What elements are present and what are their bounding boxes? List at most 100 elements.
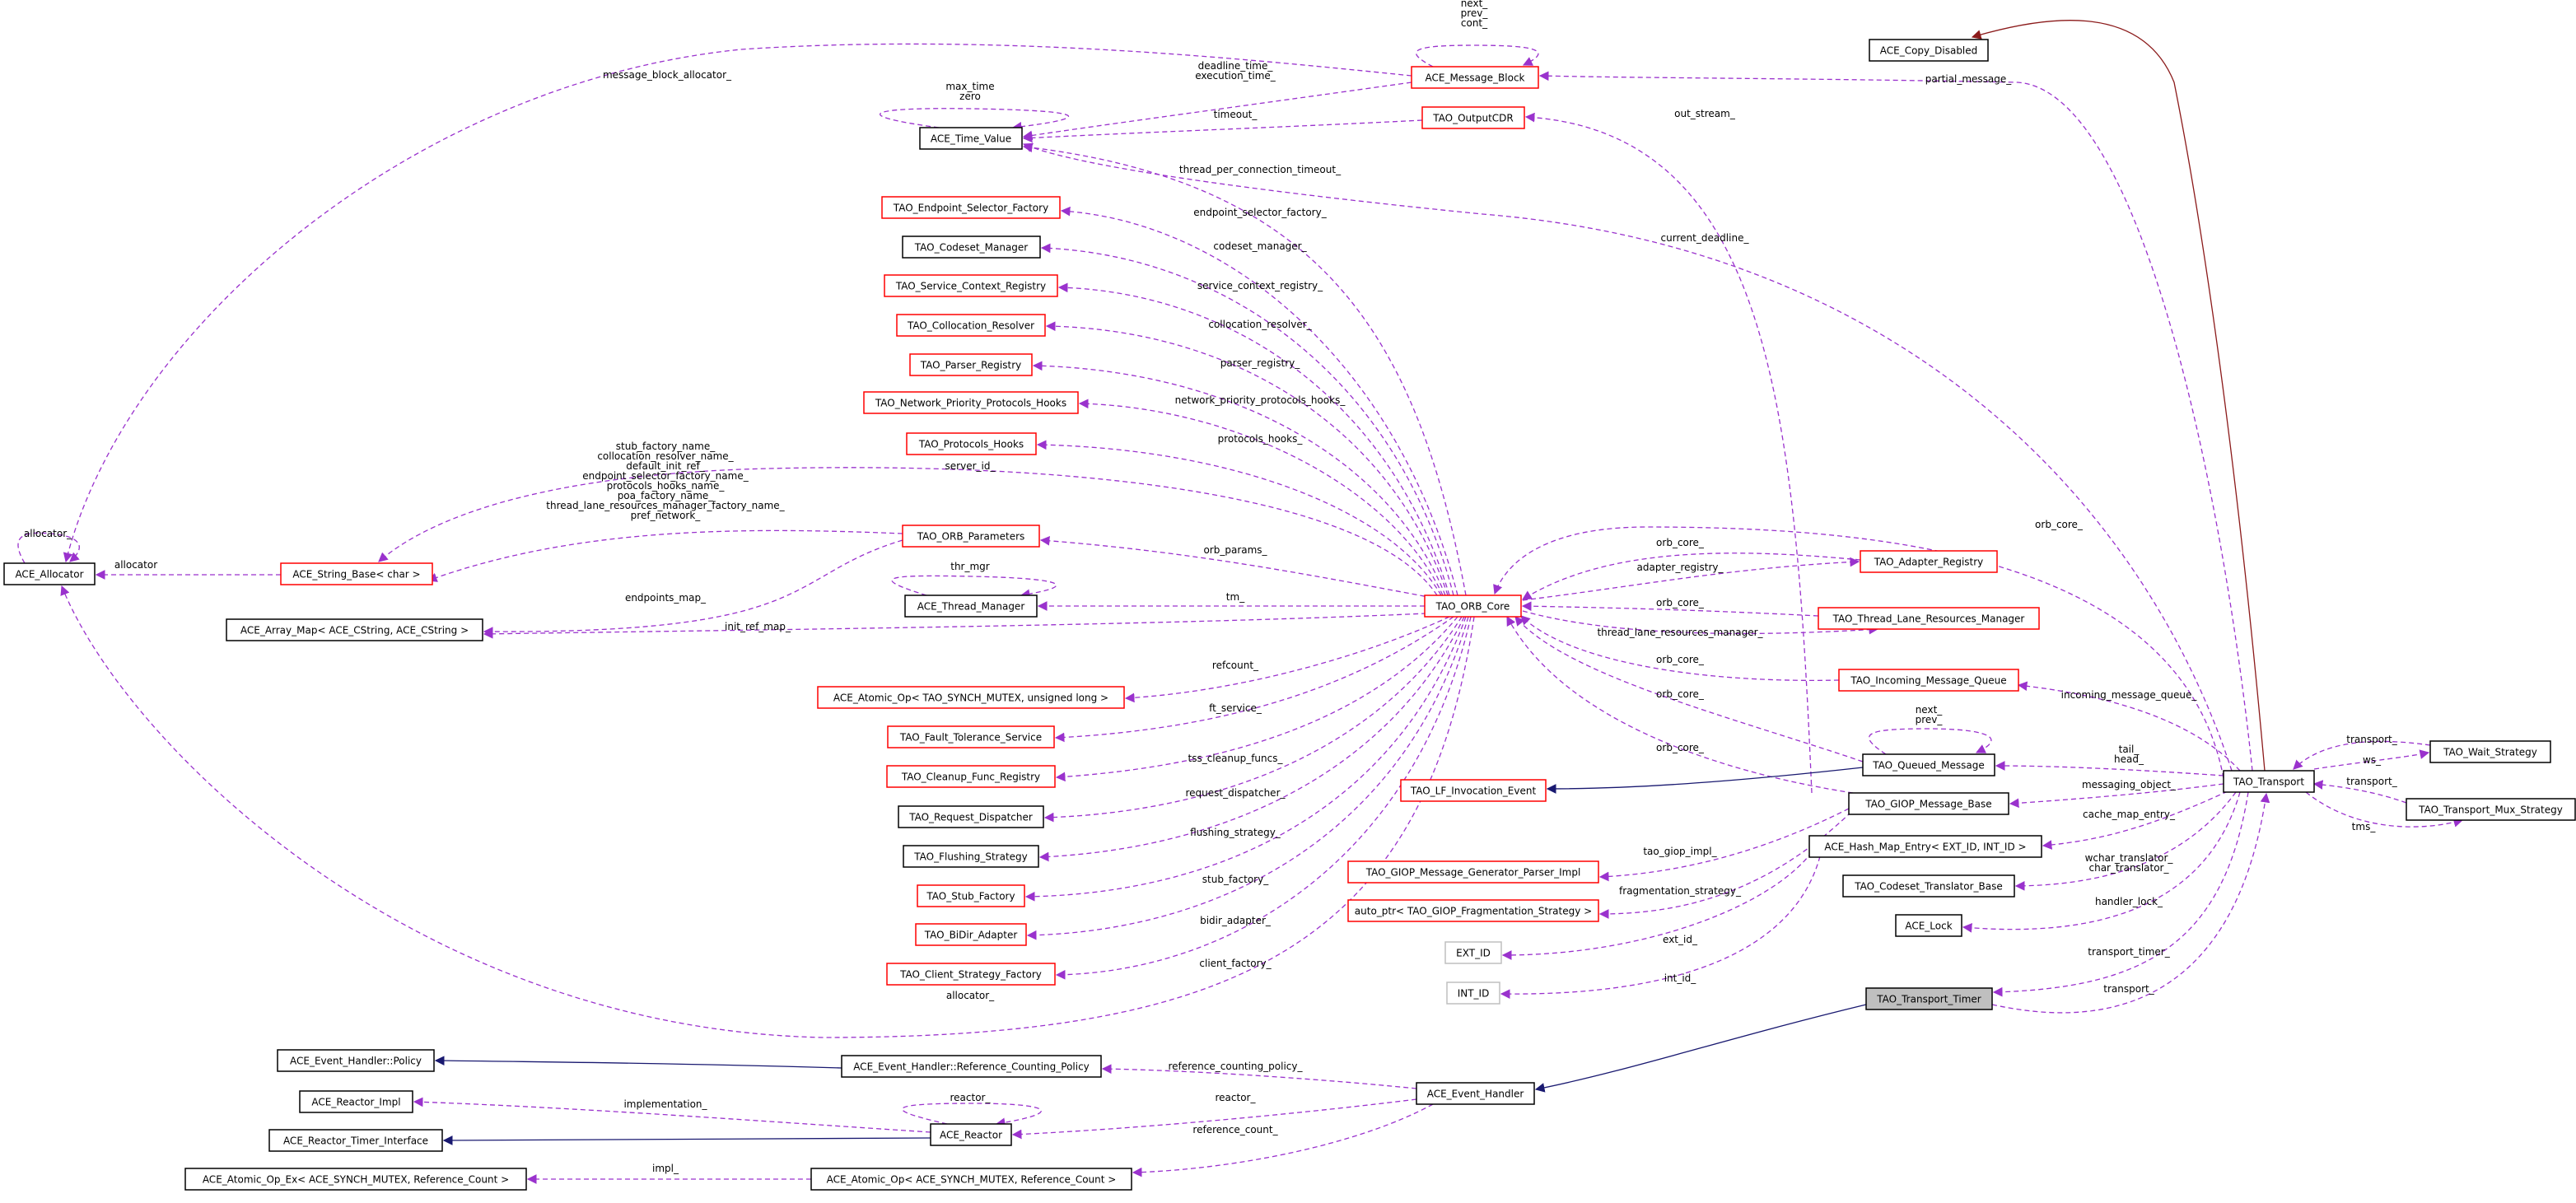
class-node-tao-bidir-adapter[interactable]: TAO_BiDir_Adapter — [915, 923, 1027, 946]
edge-e-ws-back — [2293, 740, 2431, 770]
class-box — [919, 127, 1023, 150]
class-box — [1860, 550, 1998, 573]
class-node-tao-orb-core[interactable]: TAO_ORB_Core — [1424, 595, 1522, 618]
edge-e-bidir — [1026, 616, 1469, 940]
class-node-ace-message-block[interactable]: ACE_Message_Block — [1411, 66, 1539, 89]
class-node-tao-collocation-resolver[interactable]: TAO_Collocation_Resolver — [896, 314, 1046, 337]
class-node-ace-event-handler[interactable]: ACE_Event_Handler — [1416, 1082, 1535, 1105]
class-node-tao-service-context-registry[interactable]: TAO_Service_Context_Registry — [884, 274, 1058, 297]
class-box — [863, 391, 1079, 414]
edge-label-e-orbcore-tlrm: orb_core_ — [1656, 597, 1705, 608]
class-node-tao-codeset-translator-base[interactable]: TAO_Codeset_Translator_Base — [1842, 874, 2015, 898]
class-node-ace-hash-map-entry[interactable]: ACE_Hash_Map_Entry< EXT_ID, INT_ID > — [1808, 835, 2042, 858]
edge-label-e-esf: endpoint_selector_factory_ — [1193, 207, 1327, 218]
class-node-tao-cleanup-func-registry[interactable]: TAO_Cleanup_Func_Registry — [886, 765, 1056, 788]
class-box — [1400, 779, 1547, 802]
class-label: ACE_Lock — [1905, 921, 1952, 932]
class-node-tao-network-priority-protocols-hooks[interactable]: TAO_Network_Priority_Protocols_Hooks — [863, 391, 1079, 414]
edge-e-orbcore-tlrm — [1521, 601, 1819, 617]
edge-e-timer-eh — [1534, 1004, 1867, 1093]
edge-label-e-client: client_factory_ — [1199, 958, 1272, 969]
class-node-ace-string-base[interactable]: ACE_String_Base< char > — [280, 562, 433, 585]
class-label: TAO_Wait_Strategy — [2443, 747, 2537, 758]
class-node-ace-reactor[interactable]: ACE_Reactor — [930, 1123, 1012, 1146]
class-box — [1424, 595, 1522, 618]
class-label: TAO_Request_Dispatcher — [908, 812, 1033, 823]
class-box — [184, 1168, 527, 1191]
class-label: TAO_Network_Priority_Protocols_Hooks — [875, 398, 1066, 409]
class-node-ace-reactor-timer-interface[interactable]: ACE_Reactor_Timer_Interface — [268, 1129, 443, 1152]
class-label: TAO_OutputCDR — [1432, 113, 1513, 124]
class-node-ace-copy-disabled[interactable]: ACE_Copy_Disabled — [1869, 39, 1989, 62]
class-node-tao-outputcdr[interactable]: TAO_OutputCDR — [1421, 106, 1525, 129]
class-node-tao-codeset-manager[interactable]: TAO_Codeset_Manager — [902, 235, 1041, 259]
class-node-ace-event-handler-rcp[interactable]: ACE_Event_Handler::Reference_Counting_Po… — [841, 1055, 1102, 1078]
class-node-tao-request-dispatcher[interactable]: TAO_Request_Dispatcher — [898, 805, 1044, 828]
class-node-tao-giop-message-base[interactable]: TAO_GIOP_Message_Base — [1848, 792, 2009, 815]
class-label: ACE_Allocator — [15, 569, 83, 581]
edge-label-e-mb-alloc: message_block_allocator_ — [603, 69, 732, 81]
class-node-tao-queued-message[interactable]: TAO_Queued_Message — [1862, 753, 1995, 776]
class-node-tao-thread-lane-resources-manager[interactable]: TAO_Thread_Lane_Resources_Manager — [1818, 607, 2040, 630]
class-node-tao-transport[interactable]: TAO_Transport — [2223, 770, 2315, 793]
edge-e-ws — [2313, 749, 2430, 770]
class-node-tao-lf-invocation-event[interactable]: TAO_LF_Invocation_Event — [1400, 779, 1547, 802]
edge-e-adapter — [1522, 557, 1860, 601]
class-node-tao-wait-strategy[interactable]: TAO_Wait_Strategy — [2429, 740, 2551, 763]
class-node-tao-giop-message-generator-parser-impl[interactable]: TAO_GIOP_Message_Generator_Parser_Impl — [1347, 860, 1599, 884]
edge-e-partial — [1538, 71, 2253, 772]
class-node-tao-protocols-hooks[interactable]: TAO_Protocols_Hooks — [906, 432, 1037, 455]
edge-e-params-strings — [427, 529, 903, 582]
edge-label-e-alloc-self: allocator_ — [24, 528, 72, 539]
class-node-tao-adapter-registry[interactable]: TAO_Adapter_Registry — [1860, 550, 1998, 573]
class-node-ace-reactor-impl[interactable]: ACE_Reactor_Impl — [299, 1090, 413, 1113]
edge-e-endpoints — [483, 539, 903, 636]
class-node-ace-event-handler-policy[interactable]: ACE_Event_Handler::Policy — [277, 1049, 435, 1072]
class-node-ace-atomic-op-ulong[interactable]: ACE_Atomic_Op< TAO_SYNCH_MUTEX, unsigned… — [817, 686, 1125, 709]
class-box — [2429, 740, 2551, 763]
class-box — [902, 525, 1040, 548]
edge-e-refcount — [1124, 616, 1450, 703]
class-node-ace-lock[interactable]: ACE_Lock — [1895, 914, 1962, 937]
edge-label-e-orbparams: orb_params_ — [1203, 544, 1267, 556]
class-node-tao-flushing-strategy[interactable]: TAO_Flushing_Strategy — [903, 845, 1039, 868]
class-node-tao-transport-timer[interactable]: TAO_Transport_Timer — [1865, 987, 1993, 1010]
class-node-tao-endpoint-selector-factory[interactable]: TAO_Endpoint_Selector_Factory — [881, 196, 1061, 219]
class-node-ace-thread-manager[interactable]: ACE_Thread_Manager — [904, 595, 1038, 618]
edge-label-e-initref: init_ref_map_ — [725, 621, 791, 632]
class-node-auto-ptr-frag[interactable]: auto_ptr< TAO_GIOP_Fragmentation_Strateg… — [1347, 899, 1599, 922]
class-box — [1848, 792, 2009, 815]
class-box — [902, 235, 1041, 259]
edge-label-e-tms-back: transport_ — [2346, 776, 2397, 787]
class-node-ace-time-value[interactable]: ACE_Time_Value — [919, 127, 1023, 150]
class-label: TAO_GIOP_Message_Base — [1864, 799, 1991, 810]
class-label: ACE_Array_Map< ACE_CString, ACE_CString … — [240, 625, 469, 636]
edge-label-e-reactor-self: reactor_ — [950, 1092, 992, 1103]
edge-label-e-orbcore-gmb: orb_core_ — [1656, 742, 1705, 753]
nodes-layer: ACE_Copy_DisabledACE_Message_BlockTAO_Ou… — [3, 39, 2576, 1191]
class-node-ext-id[interactable]: EXT_ID — [1444, 941, 1502, 964]
class-node-tao-incoming-message-queue[interactable]: TAO_Incoming_Message_Queue — [1838, 669, 2019, 692]
class-node-ace-allocator[interactable]: ACE_Allocator — [3, 562, 96, 585]
class-box — [817, 686, 1125, 709]
edge-e-reactor-self — [902, 1103, 1042, 1128]
class-node-tao-fault-tolerance-service[interactable]: TAO_Fault_Tolerance_Service — [887, 725, 1055, 748]
class-node-tao-stub-factory[interactable]: TAO_Stub_Factory — [917, 884, 1025, 907]
class-node-ace-array-map[interactable]: ACE_Array_Map< ACE_CString, ACE_CString … — [226, 618, 483, 641]
edge-label-e-endpoints: endpoints_map_ — [625, 592, 707, 604]
class-node-int-id[interactable]: INT_ID — [1446, 982, 1500, 1005]
class-box — [226, 618, 483, 641]
class-label: ACE_Atomic_Op< ACE_SYNCH_MUTEX, Referenc… — [827, 1174, 1117, 1186]
class-node-ace-atomic-op-rc[interactable]: ACE_Atomic_Op< ACE_SYNCH_MUTEX, Referenc… — [810, 1168, 1132, 1191]
class-label: TAO_Transport — [2233, 776, 2304, 788]
class-node-ace-atomic-op-ex[interactable]: ACE_Atomic_Op_Ex< ACE_SYNCH_MUTEX, Refer… — [184, 1168, 527, 1191]
edge-e-lock — [1962, 791, 2241, 933]
class-label: ACE_Atomic_Op_Ex< ACE_SYNCH_MUTEX, Refer… — [203, 1174, 509, 1186]
edge-label-e-orbcore-imq: orb_core_ — [1656, 654, 1705, 665]
edge-e-ft — [1054, 616, 1454, 743]
class-node-tao-transport-mux-strategy[interactable]: TAO_Transport_Mux_Strategy — [2406, 798, 2576, 821]
edge-label-e-sb-alloc: allocator — [114, 559, 157, 571]
class-node-tao-client-strategy-factory[interactable]: TAO_Client_Strategy_Factory — [886, 963, 1056, 986]
class-node-tao-parser-registry[interactable]: TAO_Parser_Registry — [909, 353, 1033, 376]
class-node-tao-orb-parameters[interactable]: TAO_ORB_Parameters — [902, 525, 1040, 548]
